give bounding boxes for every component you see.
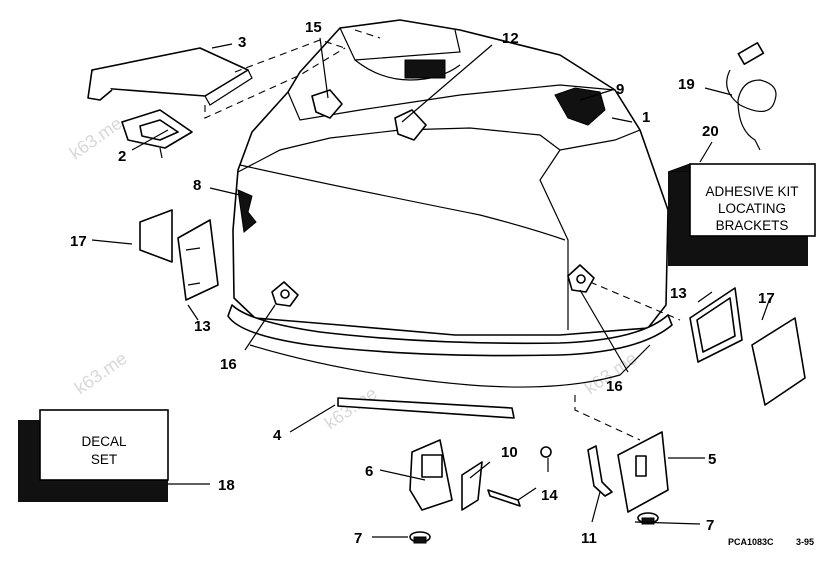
callout-17-left: 17 xyxy=(70,233,87,250)
watermark: k63.me xyxy=(71,348,131,398)
part-7-plug-right xyxy=(637,512,659,525)
callout-labels: 1 2 3 4 5 6 7 7 8 9 10 11 12 13 13 14 15… xyxy=(70,19,775,547)
callout-6: 6 xyxy=(365,463,373,480)
part-12-clip xyxy=(394,109,427,141)
callout-8: 8 xyxy=(193,177,201,194)
callout-18: 18 xyxy=(218,477,235,494)
part-13-left-frame xyxy=(177,219,219,301)
clip-hole-right xyxy=(576,274,586,284)
decal-set-line-2: SET xyxy=(91,452,117,467)
cover-right-panel xyxy=(559,129,641,151)
part-2-gasket xyxy=(121,109,193,159)
callout-10: 10 xyxy=(501,444,518,461)
callout-16-left: 16 xyxy=(220,356,237,373)
cover-notch-left xyxy=(237,189,257,233)
callout-5: 5 xyxy=(708,451,716,468)
part-10-latch xyxy=(461,461,483,511)
part-19-cable xyxy=(726,42,777,151)
callout-12: 12 xyxy=(502,30,519,47)
decal-set-box: DECAL SET xyxy=(18,409,169,502)
callout-7-left: 7 xyxy=(354,530,362,547)
callout-11: 11 xyxy=(581,530,597,547)
adhesive-kit-box: ADHESIVE KIT LOCATING BRACKETS xyxy=(667,163,816,266)
part-5-plate-tab xyxy=(635,455,647,477)
cover-notch-right xyxy=(554,87,606,126)
cover-right-edge xyxy=(539,149,569,330)
callout-17-right: 17 xyxy=(758,290,775,307)
part-4-strip xyxy=(337,397,515,419)
part-14-screw xyxy=(487,489,521,507)
callout-9: 9 xyxy=(616,81,624,98)
adhesive-kit-line-2: LOCATING xyxy=(718,201,786,216)
cover-mid-crease xyxy=(239,164,566,241)
part-17-right-pad xyxy=(751,317,806,406)
adhesive-kit-line-1: ADHESIVE KIT xyxy=(705,184,798,199)
cover-vent-inner xyxy=(354,59,461,81)
figure-date: 3-95 xyxy=(796,537,814,547)
callout-16-right: 16 xyxy=(606,378,623,395)
callout-13-right: 13 xyxy=(670,285,687,302)
callout-4: 4 xyxy=(273,427,282,444)
figure-code: PCA1083C xyxy=(728,537,774,547)
part-3-top-hood xyxy=(87,47,253,106)
clip-hole-left xyxy=(280,289,290,299)
callout-13-left: 13 xyxy=(194,318,211,335)
callout-3: 3 xyxy=(238,34,246,51)
part-7-plug-left xyxy=(409,531,431,544)
motor-cover-part xyxy=(227,19,673,388)
callout-7-right: 7 xyxy=(706,517,714,534)
callout-15: 15 xyxy=(305,19,322,36)
cover-lower-band xyxy=(249,344,651,388)
callout-1: 1 xyxy=(642,109,650,126)
callout-leaders xyxy=(91,37,771,538)
adhesive-kit-line-3: BRACKETS xyxy=(716,218,789,233)
watermark: k63.me xyxy=(66,113,126,163)
callout-19: 19 xyxy=(678,76,695,93)
part-14-screw-head xyxy=(540,446,552,458)
part-6-bracket-tab xyxy=(421,454,443,478)
cover-vent-shade xyxy=(404,59,446,79)
cover-top-ridge xyxy=(287,84,616,121)
decal-set-line-1: DECAL xyxy=(81,434,127,449)
callout-20: 20 xyxy=(702,123,719,140)
callout-2: 2 xyxy=(118,148,126,165)
part-13-right-frame xyxy=(689,287,743,363)
cover-vent-top xyxy=(339,27,461,61)
callout-14: 14 xyxy=(541,487,558,504)
part-11-hook xyxy=(587,445,613,497)
part-17-left-pad xyxy=(139,209,173,263)
